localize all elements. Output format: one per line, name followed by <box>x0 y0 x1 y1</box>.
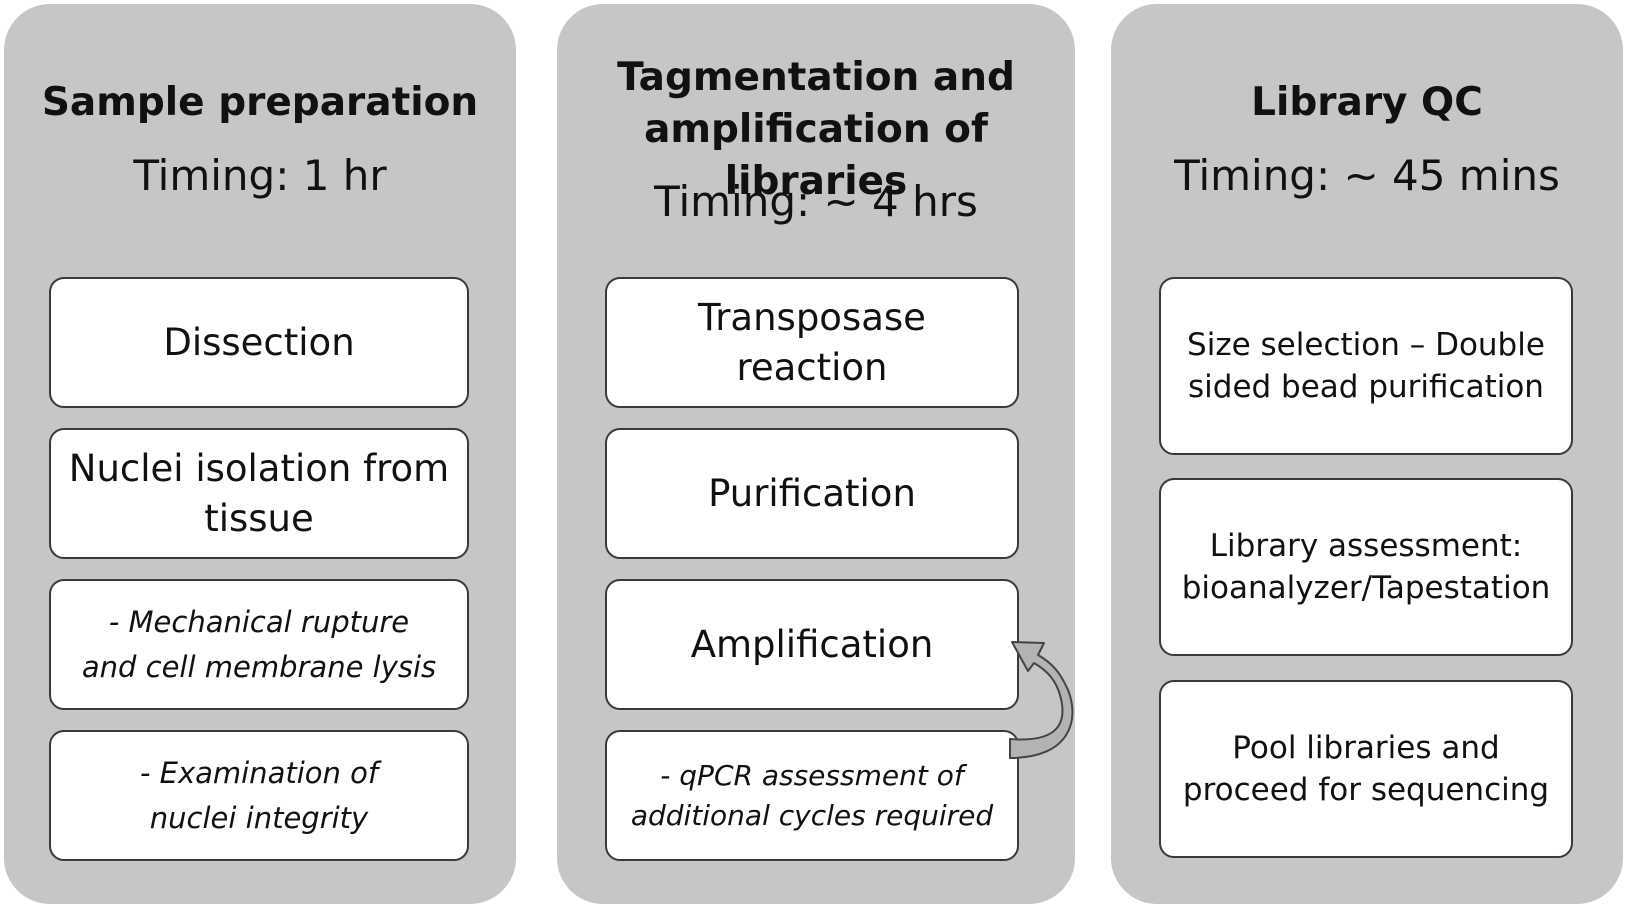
substep-text: additional cycles required <box>630 798 994 832</box>
substep-box-examination: - Examination of nuclei integrity <box>49 730 469 861</box>
step-box-amplification: Amplification <box>605 579 1019 710</box>
heading-line: Library QC <box>1251 80 1483 125</box>
substep-box-mechanical-rupture: - Mechanical rupture and cell membrane l… <box>49 579 469 710</box>
step-box-nuclei-isolation: Nuclei isolation from tissue <box>49 428 469 559</box>
step-box-pool-libraries: Pool libraries and proceed for sequencin… <box>1159 680 1573 858</box>
step-box-library-assessment: Library assessment: bioanalyzer/Tapestat… <box>1159 478 1573 656</box>
loop-arrow-shape <box>1009 641 1074 759</box>
step-box-dissection: Dissection <box>49 277 469 408</box>
panel-timing: Timing: 1 hr <box>133 151 387 200</box>
panel-timing: Timing: ~ 45 mins <box>1174 151 1560 200</box>
substep-text: - Mechanical rupture <box>108 604 410 639</box>
step-text: Amplification <box>690 622 934 666</box>
substep-text: nuclei integrity <box>149 800 369 835</box>
panel-heading: Tagmentation and amplification of librar… <box>557 52 1075 208</box>
loop-arrow-icon <box>1009 641 1074 759</box>
step-text: reaction <box>736 345 888 389</box>
step-text: proceed for sequencing <box>1182 772 1550 808</box>
step-box-purification: Purification <box>605 428 1019 559</box>
step-box-transposase: Transposase reaction <box>605 277 1019 408</box>
panel-heading: Sample preparation <box>4 77 516 129</box>
step-text: Purification <box>708 471 916 515</box>
step-text: Pool libraries and <box>1232 730 1500 766</box>
heading-line: Tagmentation and <box>617 55 1015 100</box>
heading-line: amplification of libraries <box>644 107 988 204</box>
step-text: Library assessment: <box>1209 528 1523 564</box>
step-text: Dissection <box>163 320 355 364</box>
step-text: Transposase <box>698 295 926 339</box>
step-text: Nuclei isolation from <box>68 446 450 490</box>
panel-timing: Timing: ~ 4 hrs <box>654 177 978 226</box>
heading-line: Sample preparation <box>41 80 479 125</box>
step-text: sided bead purification <box>1188 369 1544 405</box>
step-box-size-selection: Size selection – Double sided bead purif… <box>1159 277 1573 455</box>
step-text: Size selection – Double <box>1187 327 1545 363</box>
panel-library-qc: Library QC Timing: ~ 45 mins Size select… <box>1111 4 1623 904</box>
panel-sample-preparation: Sample preparation Timing: 1 hr Dissecti… <box>4 4 516 904</box>
substep-box-qpcr: - qPCR assessment of additional cycles r… <box>605 730 1019 861</box>
substep-text: and cell membrane lysis <box>81 649 437 684</box>
substep-text: - qPCR assessment of <box>660 758 964 792</box>
step-text: tissue <box>204 496 314 540</box>
panel-tagmentation: Tagmentation and amplification of librar… <box>557 4 1075 904</box>
panel-heading: Library QC <box>1111 77 1623 129</box>
substep-text: - Examination of <box>139 755 379 790</box>
step-text: bioanalyzer/Tapestation <box>1181 570 1551 606</box>
